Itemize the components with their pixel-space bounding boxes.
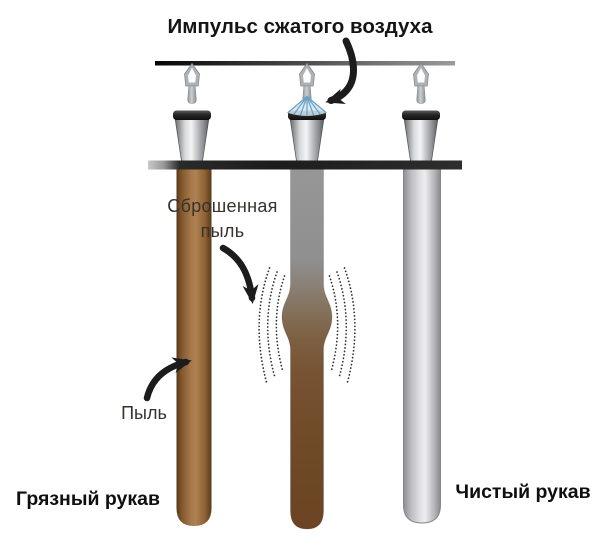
blowpipe-rail <box>155 61 455 66</box>
clean-bag <box>403 164 441 524</box>
air-spray-icon <box>287 95 327 117</box>
dust-label: Пыль <box>121 403 167 423</box>
shed-dust-label: Сброшенная пыль <box>150 194 295 244</box>
nozzle-hanger-left-icon <box>184 63 200 104</box>
tube-sheet <box>148 160 462 170</box>
venturi-left <box>172 110 212 162</box>
dust-arrow <box>143 357 192 402</box>
vibration-arcs-icon <box>258 267 356 385</box>
nozzle-hanger-right-icon <box>413 63 429 104</box>
clean-bag-label: Чистый рукав <box>455 481 591 503</box>
shed-dust-label-line2: пыль <box>200 221 245 241</box>
dirty-bag-label: Грязный рукав <box>16 488 160 510</box>
venturi-middle <box>287 110 327 162</box>
diagram-title: Импульс сжатого воздуха <box>167 15 433 38</box>
shed-dust-arrow <box>219 244 259 304</box>
air-pulse-arrow <box>325 37 357 104</box>
venturi-right <box>401 110 441 162</box>
shed-dust-label-line1: Сброшенная <box>167 196 278 216</box>
dirty-bag <box>176 165 212 526</box>
pulsed-bag <box>281 164 333 530</box>
